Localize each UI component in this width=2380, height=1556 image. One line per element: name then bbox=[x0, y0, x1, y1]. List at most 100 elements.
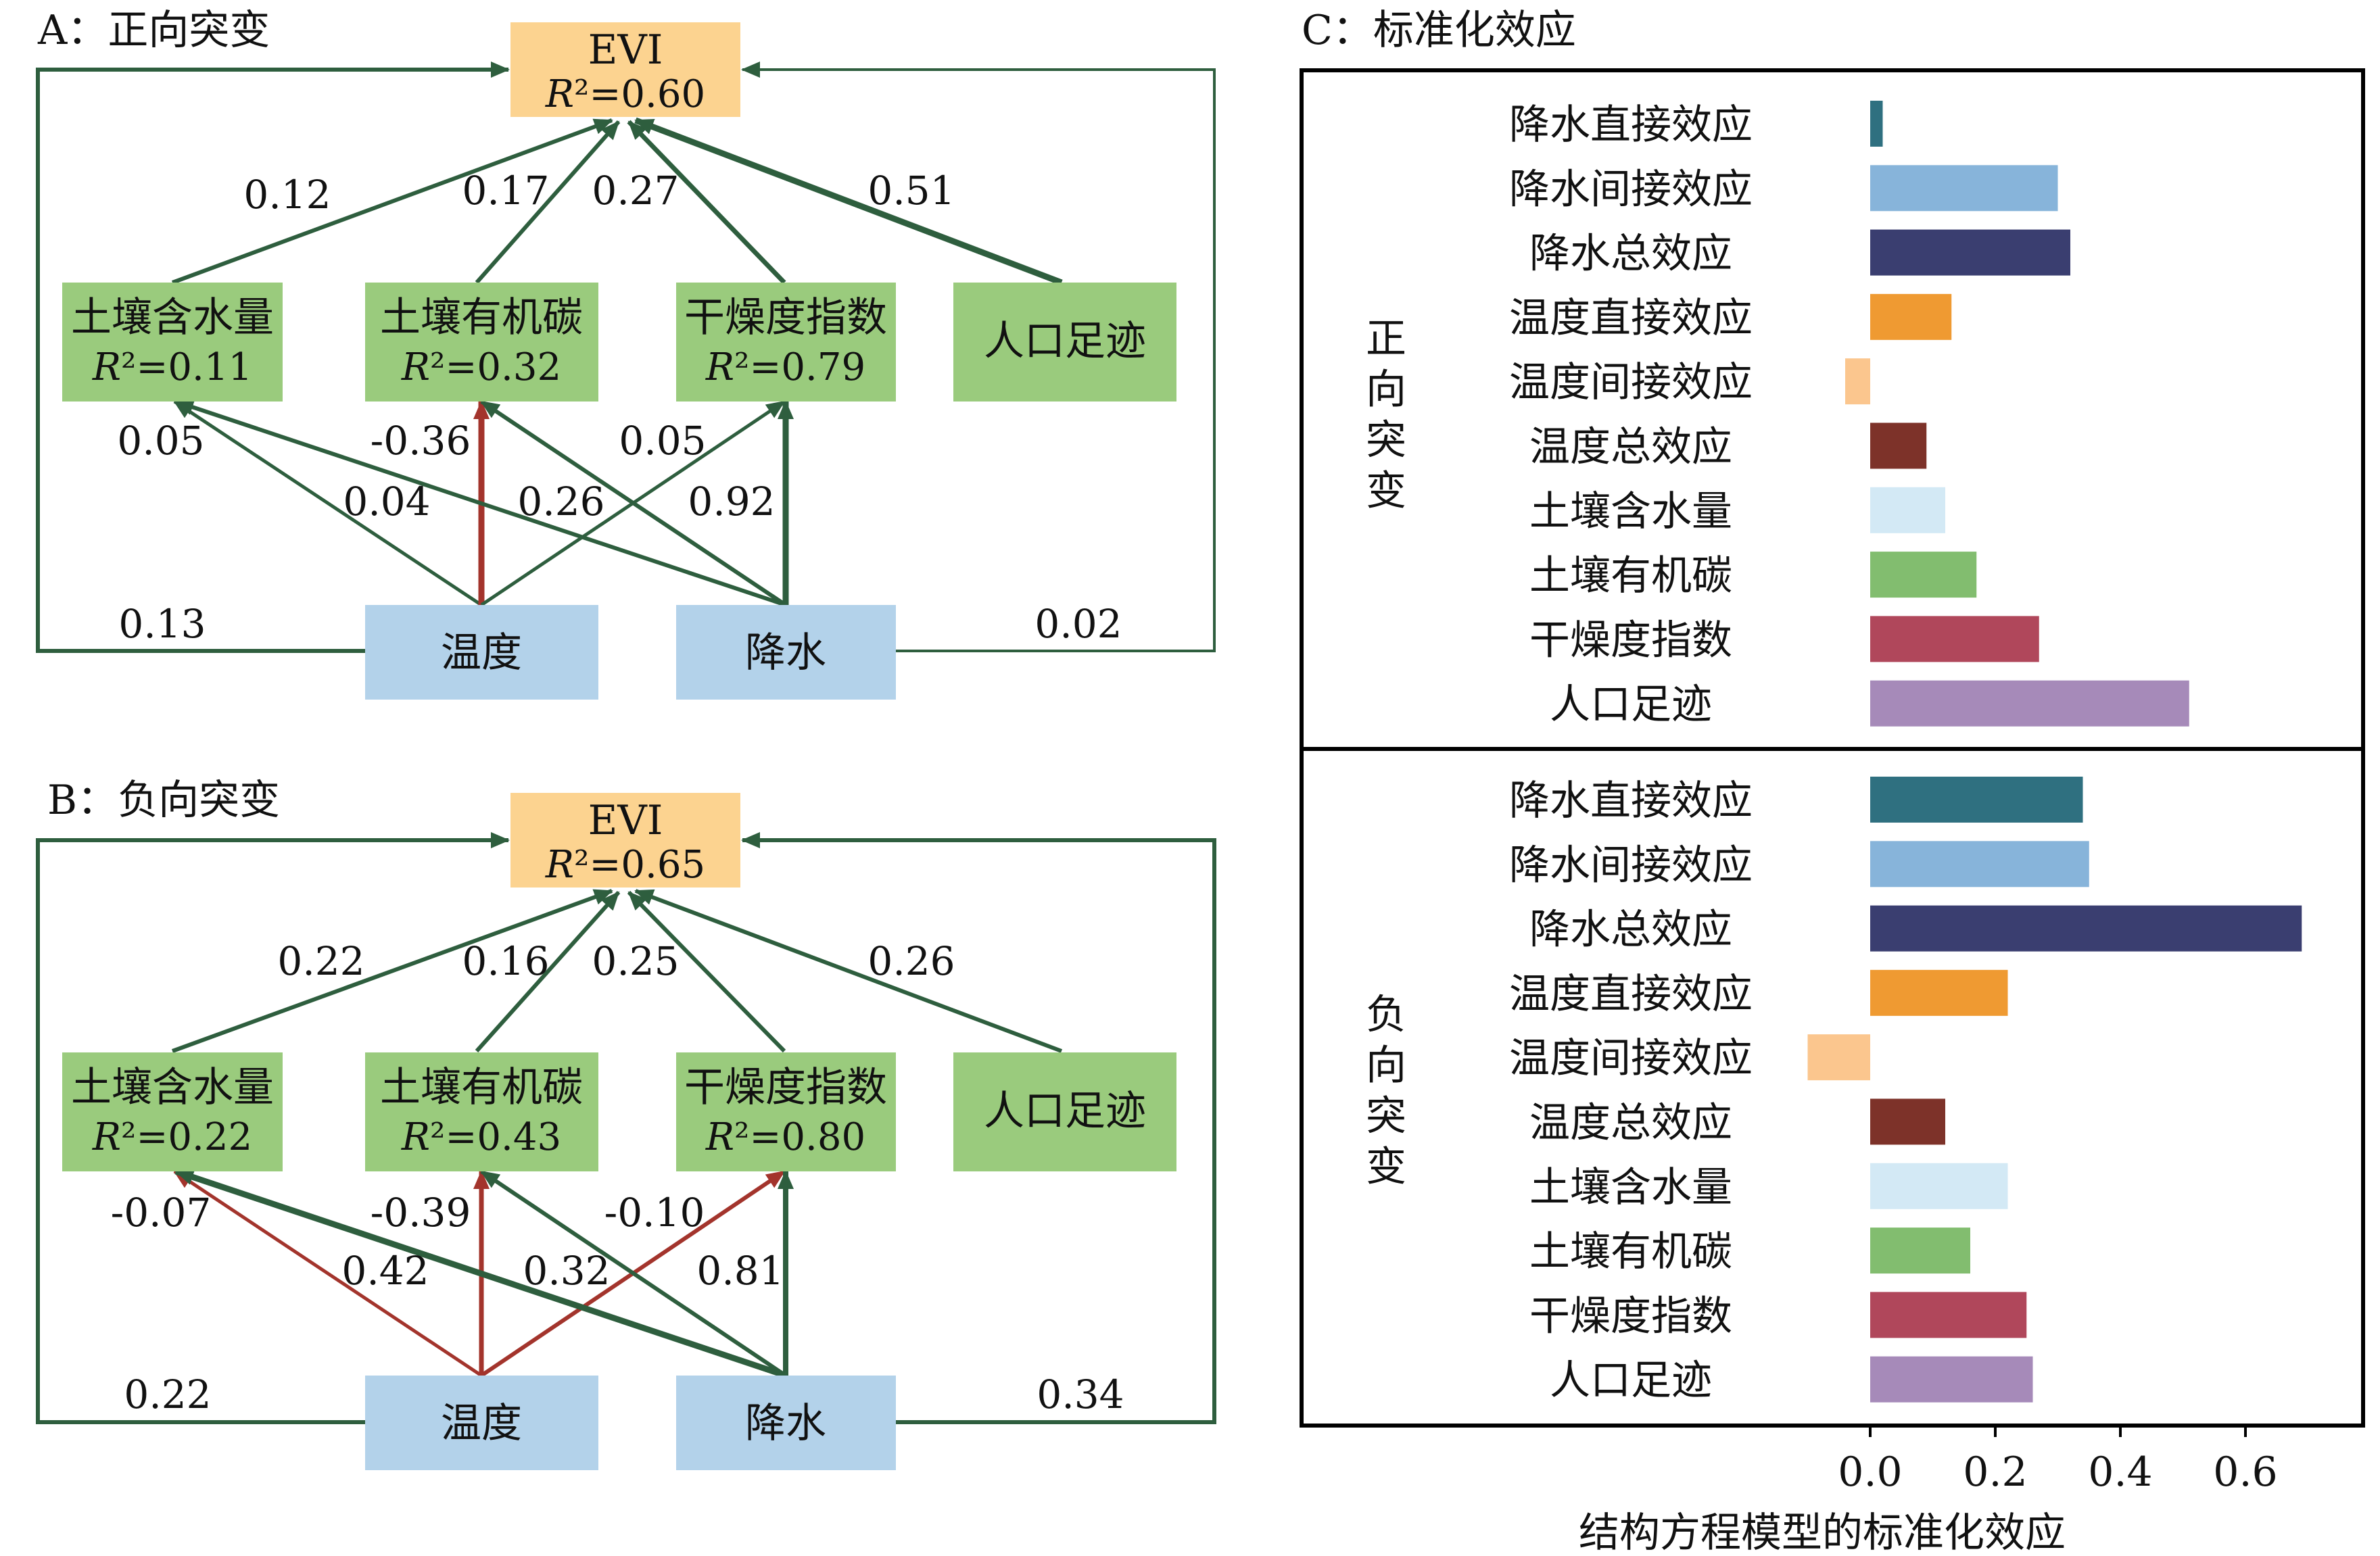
mediator-label: 干燥度指数 bbox=[684, 1064, 887, 1111]
group-label: 负向突变 bbox=[1366, 991, 1406, 1190]
coef-p-ai: 0.92 bbox=[688, 479, 775, 525]
category-label: 土壤含水量 bbox=[1529, 1164, 1732, 1211]
category-labels: 降水直接效应降水间接效应降水总效应温度直接效应温度间接效应温度总效应土壤含水量土… bbox=[1509, 101, 1753, 1405]
mediator-label: 土壤有机碳 bbox=[380, 1064, 583, 1111]
coef-p-ai: 0.81 bbox=[696, 1248, 784, 1294]
panel-a-paths bbox=[36, 62, 1216, 653]
category-label: 降水间接效应 bbox=[1509, 842, 1753, 889]
coef-sm-evi: 0.12 bbox=[243, 172, 331, 218]
bar bbox=[1870, 1292, 2027, 1338]
path-soc-evi bbox=[475, 891, 621, 1052]
x-tick-label: 0.2 bbox=[1963, 1449, 2027, 1496]
category-label: 温度直接效应 bbox=[1509, 295, 1753, 342]
driver-precipitation: 降水 bbox=[676, 1376, 896, 1470]
x-axis-label: 结构方程模型的标准化效应 bbox=[1579, 1509, 2066, 1556]
mediator-soil-moisture: 土壤含水量 R²=0.22 bbox=[62, 1052, 283, 1171]
path-p-soc bbox=[480, 1169, 787, 1378]
evi-label: EVI bbox=[588, 797, 663, 844]
x-tick-label: 0.0 bbox=[1838, 1449, 1902, 1496]
bar bbox=[1870, 101, 1883, 147]
mediator-r2: R²=0.79 bbox=[705, 345, 865, 389]
panel-b: B：负向突变 EVI R²=0.65 土壤含水量 R²=0.22 bbox=[36, 777, 1216, 1470]
bar bbox=[1870, 1163, 2008, 1209]
evi-box: EVI R²=0.60 bbox=[510, 22, 740, 117]
path-p-sm bbox=[174, 399, 786, 607]
bar bbox=[1870, 1098, 1945, 1145]
bar bbox=[1870, 165, 2058, 212]
bar bbox=[1870, 680, 2189, 727]
path-p-sm bbox=[174, 1168, 787, 1379]
mediator-r2: R²=0.43 bbox=[401, 1115, 561, 1159]
bar bbox=[1845, 358, 1870, 405]
panel-a-title: A：正向突变 bbox=[37, 7, 270, 54]
coef-soc-evi: 0.16 bbox=[462, 938, 549, 984]
category-label: 土壤含水量 bbox=[1529, 488, 1732, 535]
coef-hf-evi: 0.51 bbox=[867, 168, 955, 214]
category-label: 降水总效应 bbox=[1529, 230, 1732, 278]
coef-p-evi: 0.34 bbox=[1037, 1371, 1124, 1417]
mediator-footprint: 人口足迹 bbox=[953, 1052, 1176, 1171]
category-label: 土壤有机碳 bbox=[1529, 1228, 1732, 1275]
path-p-evi bbox=[741, 832, 1216, 1424]
mediator-r2: R²=0.80 bbox=[705, 1115, 865, 1159]
mediator-label: 土壤有机碳 bbox=[380, 294, 583, 341]
mediator-label: 干燥度指数 bbox=[684, 294, 887, 341]
coef-ai-evi: 0.27 bbox=[592, 168, 679, 214]
panel-a: A：正向突变 EVI R²=0.60 土壤含水量 R²=0.11 bbox=[36, 7, 1216, 700]
coef-t-soc: -0.39 bbox=[371, 1190, 471, 1236]
mediator-r2: R²=0.22 bbox=[92, 1115, 252, 1159]
coef-sm-evi: 0.22 bbox=[277, 938, 364, 984]
category-label: 温度间接效应 bbox=[1509, 1035, 1753, 1082]
category-label: 干燥度指数 bbox=[1529, 1292, 1732, 1340]
mediator-label: 人口足迹 bbox=[984, 318, 1146, 365]
bar bbox=[1807, 1034, 1870, 1081]
category-label: 干燥度指数 bbox=[1529, 616, 1732, 664]
category-label: 降水间接效应 bbox=[1509, 166, 1753, 213]
bar bbox=[1870, 1356, 2033, 1403]
driver-label: 温度 bbox=[441, 1400, 522, 1447]
path-sm-evi bbox=[171, 118, 613, 285]
coef-t-evi: 0.22 bbox=[124, 1371, 211, 1417]
driver-temperature: 温度 bbox=[365, 1376, 598, 1470]
panel-b-coefficients: 0.22 0.16 0.25 0.26 -0.07 -0.39 -0.10 0.… bbox=[111, 938, 1124, 1417]
coef-p-soc: -0.10 bbox=[604, 1190, 705, 1236]
category-label: 人口足迹 bbox=[1550, 681, 1712, 729]
group-label: 正向突变 bbox=[1366, 315, 1406, 514]
category-label: 降水直接效应 bbox=[1509, 101, 1753, 149]
category-label: 人口足迹 bbox=[1550, 1357, 1712, 1405]
coef-t-sm: 0.05 bbox=[117, 418, 204, 464]
coef-t-soc: -0.36 bbox=[371, 418, 471, 464]
path-t-evi bbox=[36, 62, 510, 653]
bar bbox=[1870, 905, 2302, 952]
panel-b-paths bbox=[36, 832, 1216, 1424]
bar bbox=[1870, 487, 1945, 533]
path-ai-evi bbox=[627, 890, 786, 1053]
coef-ai-evi: 0.25 bbox=[592, 938, 679, 984]
mediator-label: 人口足迹 bbox=[984, 1088, 1146, 1135]
category-label: 温度间接效应 bbox=[1509, 359, 1753, 406]
path-hf-evi bbox=[634, 889, 1063, 1053]
x-tick-label: 0.6 bbox=[2213, 1449, 2277, 1496]
panel-a-coefficients: 0.12 0.17 0.27 0.51 0.05 -0.36 0.05 0.04… bbox=[117, 168, 1122, 647]
bar bbox=[1870, 293, 1952, 340]
path-p-soc bbox=[480, 399, 787, 607]
mediator-r2: R²=0.32 bbox=[401, 345, 561, 389]
mediator-soil-moisture: 土壤含水量 R²=0.11 bbox=[62, 283, 283, 402]
driver-precipitation: 降水 bbox=[676, 605, 896, 700]
bars bbox=[1807, 101, 2302, 1403]
mediator-label: 土壤含水量 bbox=[71, 1064, 274, 1111]
coef-soc-evi: 0.17 bbox=[462, 168, 549, 214]
driver-temperature: 温度 bbox=[365, 605, 598, 700]
mediator-aridity: 干燥度指数 R²=0.80 bbox=[676, 1052, 896, 1171]
bar bbox=[1870, 616, 2039, 662]
bar bbox=[1870, 229, 2070, 276]
evi-r2: R²=0.60 bbox=[545, 72, 705, 116]
path-ai-evi bbox=[627, 120, 786, 285]
driver-label: 降水 bbox=[745, 1400, 826, 1447]
coef-t-ai: 0.04 bbox=[343, 479, 430, 525]
coef-p-sm: 0.26 bbox=[517, 479, 604, 525]
evi-r2: R²=0.65 bbox=[545, 843, 705, 887]
